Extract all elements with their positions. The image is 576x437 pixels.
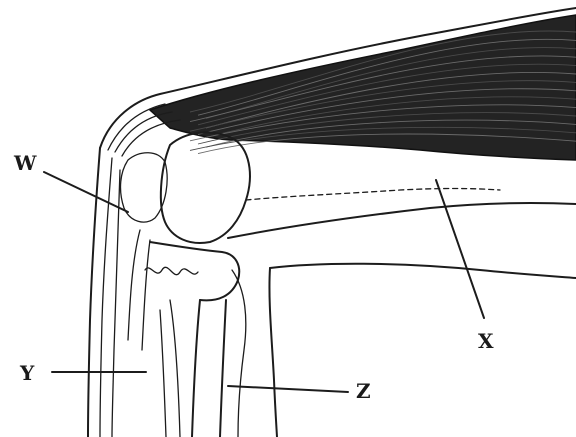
fibula <box>232 270 246 437</box>
femur-shaft-top <box>246 189 500 201</box>
joint-lines <box>160 300 180 437</box>
leader-line-w <box>44 172 128 212</box>
knee-capsule <box>128 230 150 350</box>
femur-shaft-bottom <box>228 203 576 238</box>
calf-back-contour <box>269 268 277 437</box>
tibia-head <box>150 242 239 300</box>
label-x: X <box>478 329 494 353</box>
meniscus-squiggle <box>145 267 198 274</box>
thigh-muscle <box>150 15 576 160</box>
leader-line-x <box>436 180 484 318</box>
tibia-shaft <box>192 300 226 437</box>
label-z: Z <box>356 379 371 403</box>
label-y-group: Y <box>19 361 146 385</box>
back-thigh-contour <box>270 264 576 278</box>
leader-line-z <box>228 386 348 392</box>
label-w: W <box>13 151 37 175</box>
femur-condyle <box>161 132 250 243</box>
label-z-group: Z <box>228 379 371 403</box>
label-y: Y <box>19 361 35 385</box>
front-skin-outline <box>88 148 100 437</box>
